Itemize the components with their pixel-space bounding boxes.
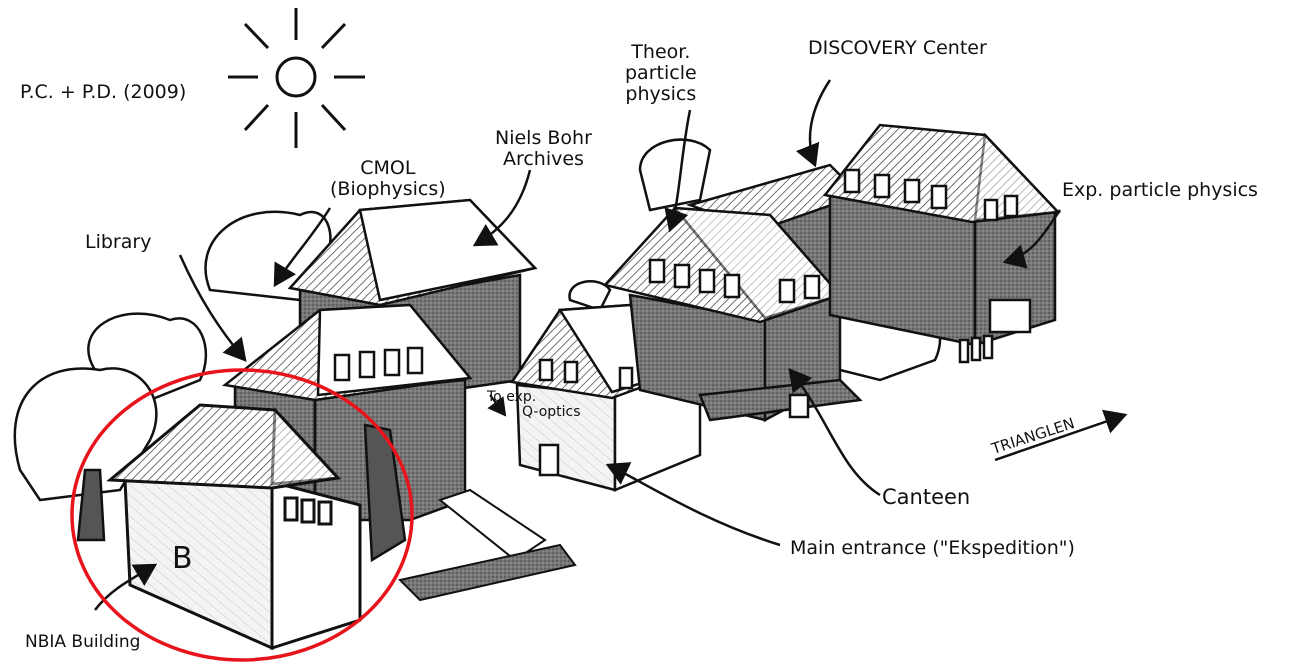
label-discovery-center: DISCOVERY Center [808,37,987,59]
label-niels-bohr-archives: Niels Bohr Archives [495,128,592,170]
label-line: (Biophysics) [330,177,446,200]
label-library: Library [85,231,152,253]
label-main-entrance: Main entrance ("Ekspedition") [790,537,1075,559]
nbia-building [106,403,362,651]
label-line: CMOL [360,157,416,179]
label-cmol: CMOL (Biophysics) [330,158,446,200]
label-line: To exp. [487,389,537,405]
highlight-circle [70,368,414,662]
label-exp-particle-physics: Exp. particle physics [1062,179,1258,201]
building-letter: B [172,541,193,576]
label-theor-particle-physics: Theor. particle physics [625,42,697,105]
label-line: Theor. [631,41,691,63]
pathway [397,488,577,602]
label-arrows [94,79,1128,611]
exp-particle-building [822,123,1061,364]
credit-text: P.C. + P.D. (2009) [20,81,187,103]
label-canteen: Canteen [882,485,971,509]
label-line: Niels Bohr [495,127,592,149]
label-qoptics: To exp. Q-optics [487,389,581,421]
label-line: particle [625,61,697,84]
label-nbia-building: NBIA Building [25,632,141,652]
label-line: physics [625,82,697,105]
qoptics-arrow [487,394,507,417]
label-line: Q-optics [522,404,581,421]
label-line: Archives [502,147,584,170]
sun-icon [228,8,365,148]
